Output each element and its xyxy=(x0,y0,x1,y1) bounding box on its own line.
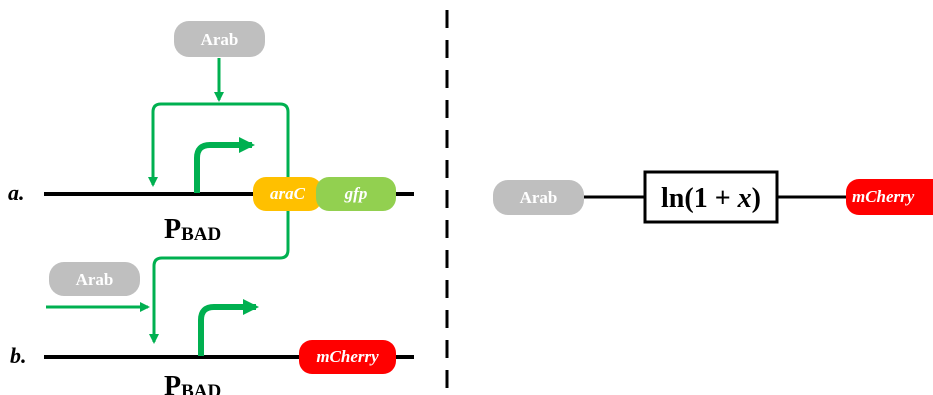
row-b-label: b. xyxy=(10,343,27,368)
transcription-arrow-a xyxy=(194,137,255,193)
arab-inducer-label-b: Arab xyxy=(76,270,114,289)
arac-gene-pill xyxy=(253,177,322,211)
promoter-label-a: PBAD xyxy=(164,214,221,245)
arab-input-pill xyxy=(493,180,584,215)
transcription-arrow-b xyxy=(198,299,259,356)
arab-input-label: Arab xyxy=(520,188,558,207)
arac-gene-label: araC xyxy=(270,184,306,203)
arab-inducer-pill-a xyxy=(174,21,265,57)
gfp-gene-pill xyxy=(316,177,396,211)
gfp-gene-label: gfp xyxy=(344,184,368,203)
row-a-label: a. xyxy=(8,180,25,205)
function-box xyxy=(643,170,779,224)
arac-feedback-arrow-a xyxy=(148,102,290,187)
arab-inducer-pill-b xyxy=(49,262,140,296)
mcherry-gene-pill-b xyxy=(299,340,396,374)
mcherry-gene-label-b: mCherry xyxy=(316,347,379,366)
promoter-label-b: PBAD xyxy=(164,371,221,395)
mcherry-output-pill xyxy=(846,179,933,215)
arac-repression-arrow-b xyxy=(149,211,290,344)
arab-inducer-label-a: Arab xyxy=(201,30,239,49)
function-label: ln(1 + x) xyxy=(661,183,761,214)
mcherry-output-label: mCherry xyxy=(852,187,915,206)
